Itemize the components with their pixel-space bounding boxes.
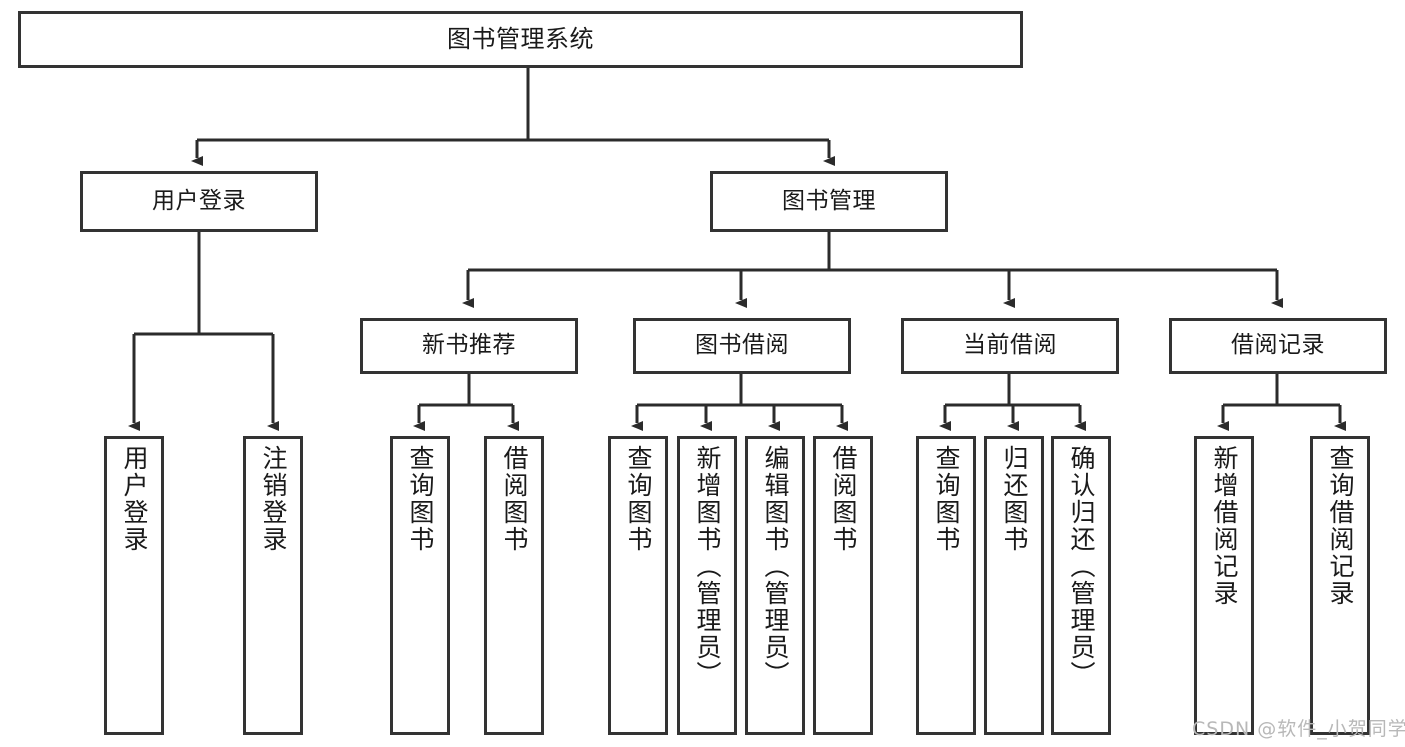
leaf-user-login-signout-label: 注销登录	[259, 445, 288, 553]
leaf-book-borrow-borrow-book[interactable]: 借阅图书	[813, 436, 873, 735]
leaf-new-books-query-book[interactable]: 查询图书	[390, 436, 450, 735]
leaf-current-borrow-return-book-label: 归还图书	[1000, 445, 1029, 553]
leaf-new-books-borrow-book-label: 借阅图书	[500, 445, 529, 553]
leaf-borrow-record-query-record-label: 查询借阅记录	[1326, 445, 1355, 607]
node-book-borrowing-label: 图书借阅	[695, 332, 789, 359]
csdn-watermark: CSDN @软件_小贺同学	[1192, 718, 1405, 740]
leaf-user-login-signout[interactable]: 注销登录	[243, 436, 303, 735]
leaf-book-borrow-edit-book-admin-label: 编辑图书（管理员）	[761, 445, 790, 688]
leaf-book-borrow-query-book[interactable]: 查询图书	[608, 436, 668, 735]
node-book-borrowing[interactable]: 图书借阅	[633, 318, 851, 374]
leaf-book-borrow-add-book-admin-label: 新增图书（管理员）	[693, 445, 722, 688]
node-new-book-recommendation[interactable]: 新书推荐	[360, 318, 578, 374]
leaf-borrow-record-add-record-label: 新增借阅记录	[1210, 445, 1239, 607]
leaf-book-borrow-borrow-book-label: 借阅图书	[829, 445, 858, 553]
leaf-borrow-record-add-record[interactable]: 新增借阅记录	[1194, 436, 1254, 735]
node-new-book-recommendation-label: 新书推荐	[422, 332, 516, 359]
leaf-new-books-borrow-book[interactable]: 借阅图书	[484, 436, 544, 735]
node-user-login[interactable]: 用户登录	[80, 171, 318, 232]
leaf-new-books-query-book-label: 查询图书	[406, 445, 435, 553]
leaf-book-borrow-edit-book-admin[interactable]: 编辑图书（管理员）	[745, 436, 805, 735]
node-book-management[interactable]: 图书管理	[710, 171, 948, 232]
node-book-management-label: 图书管理	[782, 187, 876, 214]
node-borrowing-record-label: 借阅记录	[1231, 332, 1325, 359]
node-borrowing-record[interactable]: 借阅记录	[1169, 318, 1387, 374]
leaf-current-borrow-query-book-label: 查询图书	[932, 445, 961, 553]
leaf-current-borrow-query-book[interactable]: 查询图书	[916, 436, 976, 735]
leaf-book-borrow-add-book-admin[interactable]: 新增图书（管理员）	[677, 436, 737, 735]
node-root-label: 图书管理系统	[447, 25, 594, 54]
node-current-borrowing-label: 当前借阅	[963, 332, 1057, 359]
leaf-borrow-record-query-record[interactable]: 查询借阅记录	[1310, 436, 1370, 735]
leaf-current-borrow-confirm-return-admin[interactable]: 确认归还（管理员）	[1051, 436, 1111, 735]
leaf-current-borrow-confirm-return-admin-label: 确认归还（管理员）	[1067, 445, 1096, 688]
leaf-current-borrow-return-book[interactable]: 归还图书	[984, 436, 1044, 735]
node-current-borrowing[interactable]: 当前借阅	[901, 318, 1119, 374]
node-user-login-label: 用户登录	[152, 187, 246, 214]
node-root-book-management-system[interactable]: 图书管理系统	[18, 11, 1023, 68]
leaf-user-login-signin-label: 用户登录	[120, 445, 149, 553]
leaf-user-login-signin[interactable]: 用户登录	[104, 436, 164, 735]
leaf-book-borrow-query-book-label: 查询图书	[624, 445, 653, 553]
